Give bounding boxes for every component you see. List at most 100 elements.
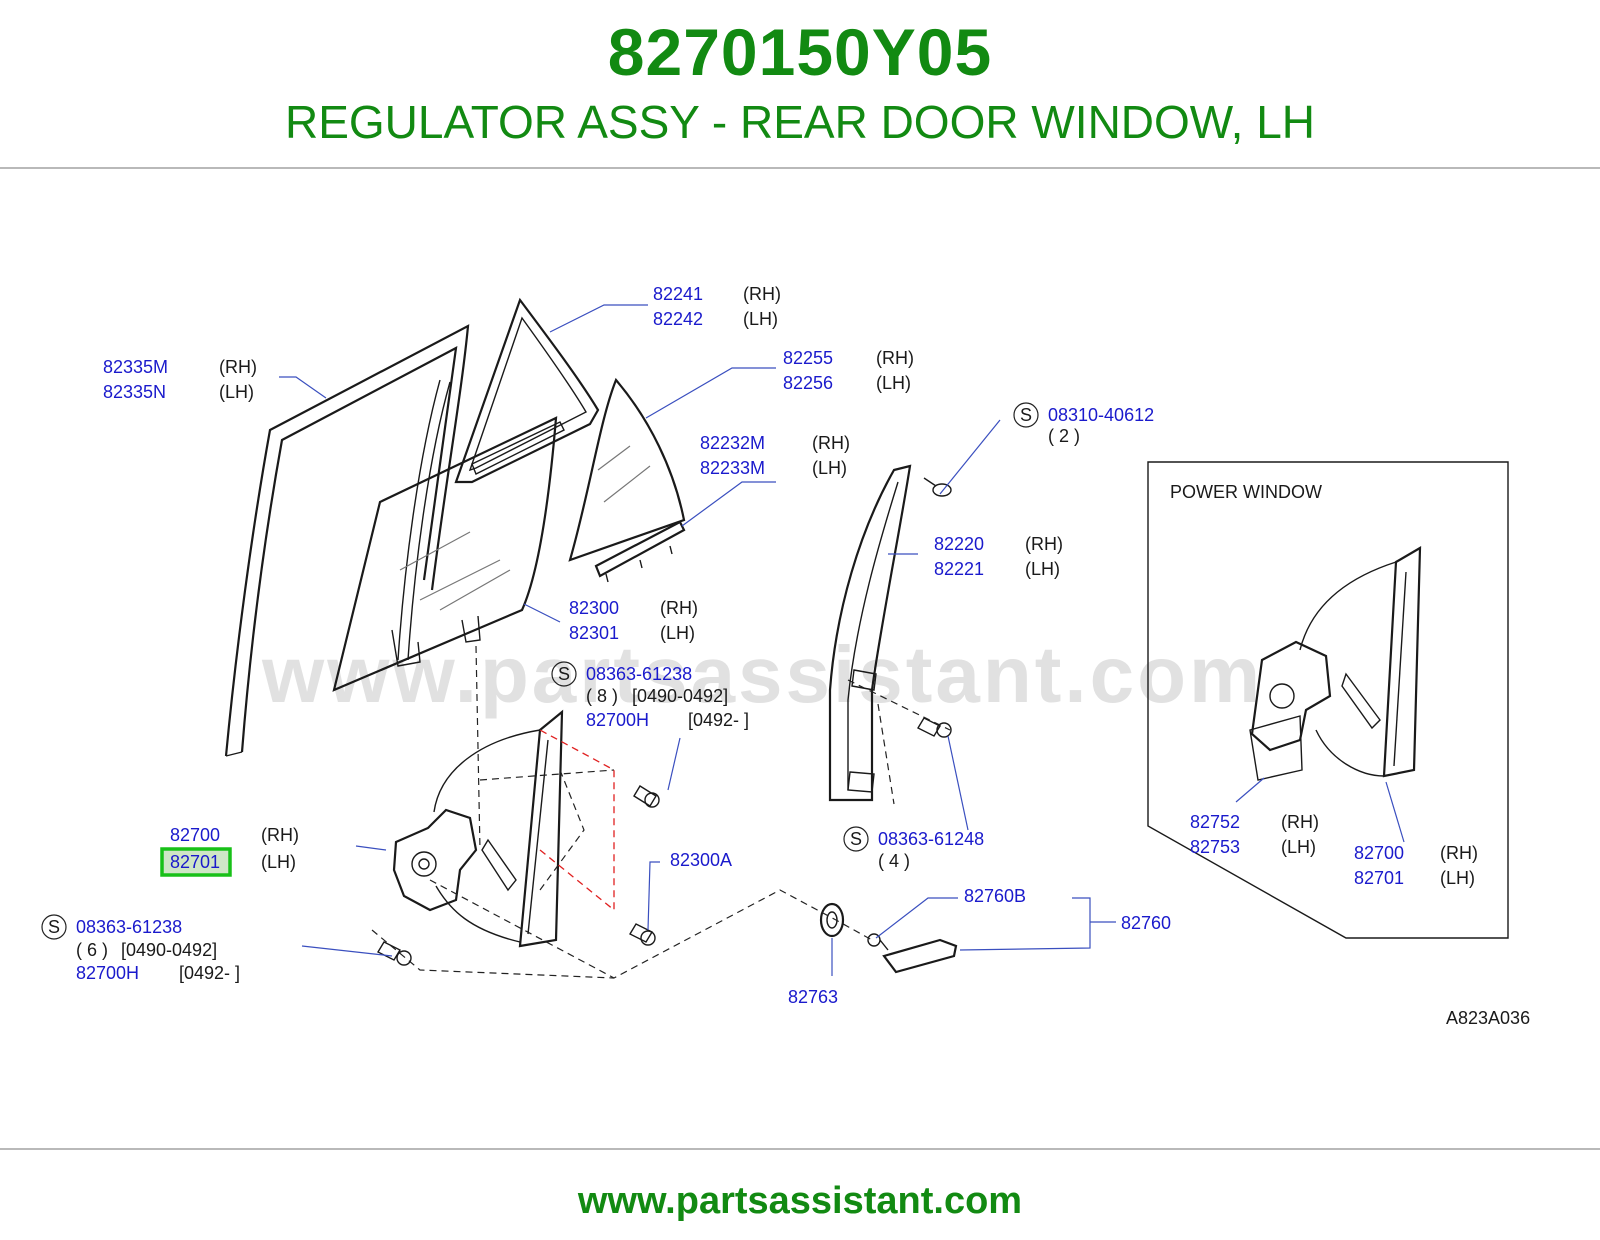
side-rh: (RH) (1440, 843, 1478, 863)
callout-82255: 82255 (RH) 82256 (LH) (783, 348, 914, 393)
part-82300[interactable]: 82300 (569, 598, 619, 618)
rear-lower-sash (828, 464, 912, 802)
s-mark: S (1020, 405, 1032, 425)
part-08363-61238[interactable]: 08363-61238 (586, 664, 692, 684)
side-rh: (RH) (261, 825, 299, 845)
side-lh: (LH) (219, 382, 254, 402)
part-82760[interactable]: 82760 (1121, 913, 1171, 933)
parts-diagram: www.partsassistant.com (41, 284, 1530, 1028)
callout-82700: 82700 (RH) 82701 (LH) (160, 825, 299, 877)
part-82700[interactable]: 82700 (170, 825, 220, 845)
corner-glass (568, 377, 686, 562)
date-range: [0490-0492] (632, 686, 728, 706)
part-08310-40612[interactable]: 08310-40612 (1048, 405, 1154, 425)
date-range: [0490-0492] (121, 940, 217, 960)
side-rh: (RH) (1025, 534, 1063, 554)
corner-sash-weatherstrip (594, 520, 686, 583)
callout-82241: 82241 (RH) 82242 (LH) (653, 284, 781, 329)
bolt-sash (917, 717, 952, 738)
rear-sash-frame (454, 297, 600, 484)
side-lh: (LH) (1440, 868, 1475, 888)
diagram-code: A823A036 (1446, 1008, 1530, 1028)
part-08363-61248[interactable]: 08363-61248 (878, 829, 984, 849)
part-82700H[interactable]: 82700H (76, 963, 139, 983)
part-82701-selected[interactable]: 82701 (170, 852, 220, 872)
part-82220[interactable]: 82220 (934, 534, 984, 554)
screw-08310 (923, 477, 952, 497)
side-lh: (LH) (876, 373, 911, 393)
bolt-lower (629, 923, 656, 946)
bolt-left (377, 941, 412, 966)
power-window-inset: POWER WINDOW (1147, 461, 1509, 939)
part-82300A[interactable]: 82300A (670, 850, 732, 870)
part-82241[interactable]: 82241 (653, 284, 703, 304)
side-lh: (LH) (660, 623, 695, 643)
footer-divider (0, 1148, 1600, 1150)
callout-82300A: 82300A (670, 850, 732, 870)
footer-url[interactable]: www.partsassistant.com (577, 1180, 1023, 1222)
part-82232M[interactable]: 82232M (700, 433, 765, 453)
s-mark: S (48, 917, 60, 937)
part-number-title: 8270150Y05 (607, 15, 993, 89)
quantity: ( 4 ) (878, 851, 910, 871)
part-82255[interactable]: 82255 (783, 348, 833, 368)
part-82752[interactable]: 82752 (1190, 812, 1240, 832)
side-lh: (LH) (1281, 837, 1316, 857)
assembly-dashed-lines (371, 645, 951, 979)
part-82760B[interactable]: 82760B (964, 886, 1026, 906)
window-handle (867, 933, 958, 974)
standard-part-mark (843, 826, 869, 852)
part-82700[interactable]: 82700 (1354, 843, 1404, 863)
inset-title: POWER WINDOW (1170, 482, 1322, 502)
side-lh: (LH) (812, 458, 847, 478)
part-82335M[interactable]: 82335M (103, 357, 168, 377)
side-rh: (RH) (812, 433, 850, 453)
callout-82700-inset: 82700 (RH) 82701 (LH) (1354, 843, 1478, 888)
side-rh: (RH) (219, 357, 257, 377)
standard-part-mark (41, 914, 67, 940)
part-82301[interactable]: 82301 (569, 623, 619, 643)
date-range: [0492- ] (179, 963, 240, 983)
bolt-upper (633, 785, 660, 808)
side-rh: (RH) (743, 284, 781, 304)
s-mark: S (558, 664, 570, 684)
window-regulator (392, 709, 564, 948)
standard-part-mark (1013, 402, 1039, 428)
leader-lines (279, 304, 1405, 976)
side-rh: (RH) (876, 348, 914, 368)
part-82701[interactable]: 82701 (1354, 868, 1404, 888)
callout-82220: 82220 (RH) 82221 (LH) (934, 534, 1063, 579)
side-lh: (LH) (1025, 559, 1060, 579)
header-divider (0, 167, 1600, 169)
callout-08310: S 08310-40612 ( 2 ) (1013, 402, 1154, 446)
standard-part-mark (551, 661, 577, 687)
selected-part-highlight (160, 847, 232, 877)
callout-82760: 82760 (1121, 913, 1171, 933)
part-82700H[interactable]: 82700H (586, 710, 649, 730)
door-glass (332, 416, 558, 692)
side-rh: (RH) (660, 598, 698, 618)
part-description: REGULATOR ASSY - REAR DOOR WINDOW, LH (284, 96, 1316, 148)
part-82256[interactable]: 82256 (783, 373, 833, 393)
part-82221[interactable]: 82221 (934, 559, 984, 579)
callout-82335: 82335M (RH) 82335N (LH) (103, 357, 257, 402)
s-mark: S (850, 829, 862, 849)
callout-82300: 82300 (RH) 82301 (LH) (569, 598, 698, 643)
callout-82752: 82752 (RH) 82753 (LH) (1190, 812, 1319, 857)
washer (819, 902, 845, 938)
side-rh: (RH) (1281, 812, 1319, 832)
callout-82763: 82763 (788, 987, 838, 1007)
part-82242[interactable]: 82242 (653, 309, 703, 329)
part-08363-61238[interactable]: 08363-61238 (76, 917, 182, 937)
part-82335N[interactable]: 82335N (103, 382, 166, 402)
part-82763[interactable]: 82763 (788, 987, 838, 1007)
window-run-channel (224, 324, 470, 757)
highlight-fill (162, 849, 230, 875)
quantity: ( 6 ) (76, 940, 108, 960)
quantity: ( 8 ) (586, 686, 618, 706)
part-82753[interactable]: 82753 (1190, 837, 1240, 857)
watermark: www.partsassistant.com (261, 630, 1263, 719)
date-range: [0492- ] (688, 710, 749, 730)
callout-82760B: 82760B (964, 886, 1026, 906)
part-82233M[interactable]: 82233M (700, 458, 765, 478)
